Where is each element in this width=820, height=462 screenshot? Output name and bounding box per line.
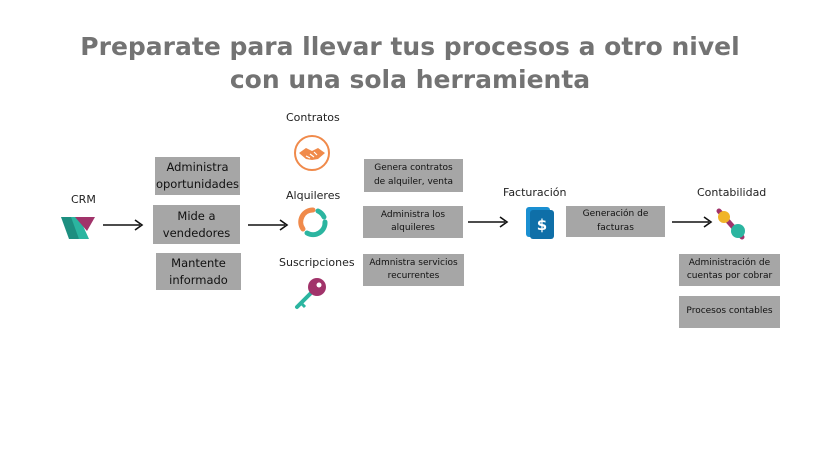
crm-box-informado: Mantente informado bbox=[156, 253, 241, 290]
arrow-icon bbox=[248, 219, 290, 231]
contabilidad-box-procesos: Procesos contables bbox=[679, 296, 780, 328]
contratos-box: Genera contratos de alquiler, venta bbox=[364, 159, 463, 192]
facturacion-box: Generación de facturas bbox=[566, 206, 665, 237]
handshake-icon bbox=[290, 133, 334, 173]
arrow-icon bbox=[103, 219, 145, 231]
alquileres-label: Alquileres bbox=[286, 189, 341, 202]
title-line-2: con una sola herramienta bbox=[229, 65, 591, 94]
crm-box-vendedores: Mide a vendedores bbox=[153, 205, 240, 244]
invoice-icon: $ bbox=[525, 206, 555, 240]
suscripciones-box: Admnistra servicios recurrentes bbox=[363, 254, 464, 286]
arrow-icon bbox=[672, 216, 714, 228]
crm-label: CRM bbox=[71, 193, 96, 206]
key-icon bbox=[293, 277, 329, 311]
page-title: Preparate para llevar tus procesos a otr… bbox=[0, 30, 820, 96]
contratos-label: Contratos bbox=[286, 111, 340, 124]
percent-icon bbox=[714, 207, 748, 241]
arrow-icon bbox=[468, 216, 510, 228]
suscripciones-label: Suscripciones bbox=[279, 256, 355, 269]
title-line-1: Preparate para llevar tus procesos a otr… bbox=[80, 32, 740, 61]
svg-text:$: $ bbox=[537, 216, 547, 234]
crm-icon bbox=[59, 213, 97, 243]
alquileres-box: Administra los alquileres bbox=[363, 206, 463, 238]
crm-box-oportunidades: Administra oportunidades bbox=[155, 157, 240, 195]
contabilidad-label: Contabilidad bbox=[697, 186, 767, 199]
contabilidad-box-cuentas: Administración de cuentas por cobrar bbox=[679, 254, 780, 286]
refresh-icon bbox=[297, 206, 329, 238]
facturacion-label: Facturación bbox=[503, 186, 567, 199]
